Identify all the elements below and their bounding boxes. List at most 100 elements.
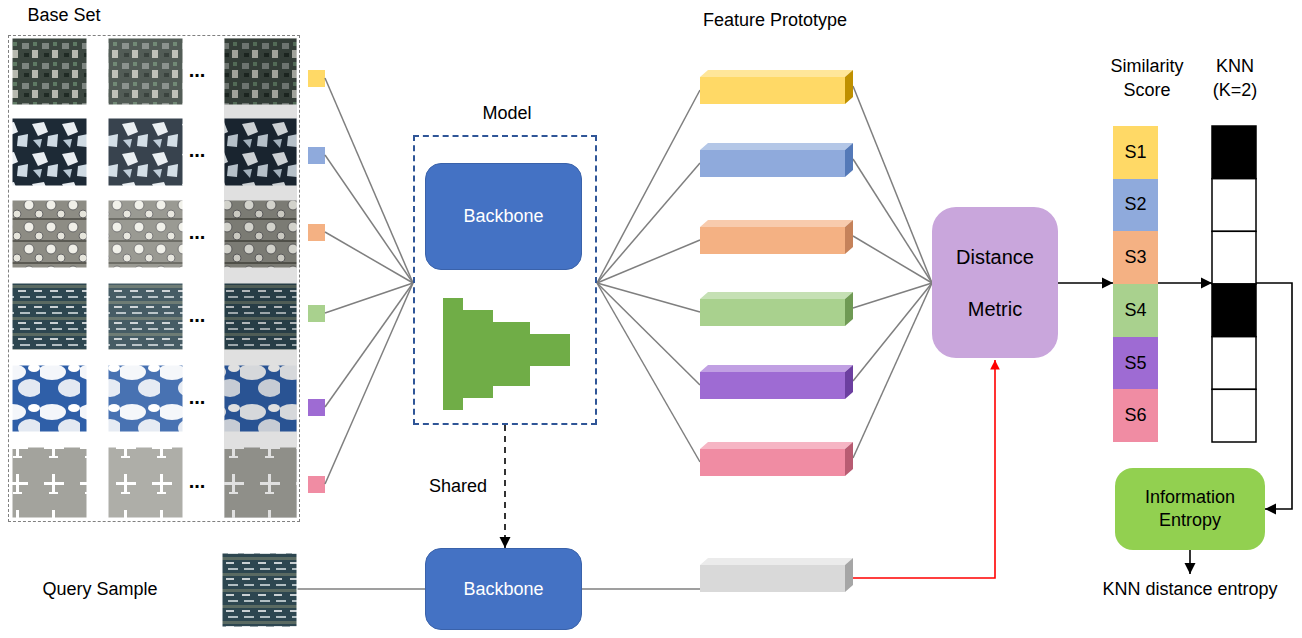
fan-lines-part <box>325 283 413 313</box>
thumbnail-shading <box>108 38 297 518</box>
feature-prototype-bars-part <box>700 558 853 565</box>
fan-lines-part <box>853 283 932 458</box>
node-label: S6 <box>1124 405 1146 426</box>
similarity-cell: S4 <box>1113 284 1158 337</box>
connector <box>1158 282 1212 284</box>
thumbnail-shading-part <box>108 38 183 518</box>
feature-prototype-bars-part <box>845 292 853 326</box>
feature-prototype-bars-part <box>700 372 845 399</box>
node-label: Backbone <box>463 579 543 600</box>
ellipsis: ... <box>189 303 206 327</box>
model-box: ModelBackbone <box>413 135 597 425</box>
green-pyramid <box>443 298 570 410</box>
edge-label: Shared <box>427 476 489 498</box>
feature-prototype-bars <box>700 70 853 592</box>
knn-column: KNN (K=2) <box>1212 126 1256 442</box>
feature-prototype-bars-part <box>845 220 853 254</box>
similarity-cell: S6 <box>1113 389 1158 442</box>
knn-cells-part <box>1212 126 1256 179</box>
ellipsis: ... <box>189 58 206 82</box>
similarity-cell: S1 <box>1113 126 1158 179</box>
fan-lines-part <box>853 159 932 283</box>
knn-cells-part <box>1212 179 1256 232</box>
feature-prototype-bars-part <box>700 143 853 150</box>
base-set-thumbnails <box>12 38 297 518</box>
class-color-squares-part <box>308 476 325 493</box>
ellipsis: ... <box>189 220 206 244</box>
feature-prototype-bars-part <box>845 558 853 592</box>
base-set-box: Base Set <box>8 35 300 522</box>
feature-prototype-bars-part <box>700 220 853 227</box>
heading: Similarity Score <box>1097 54 1197 102</box>
connector <box>1058 282 1113 284</box>
ellipsis: ... <box>189 469 206 493</box>
fan-lines-part <box>297 588 425 590</box>
feature-prototype-bars-part <box>700 70 853 77</box>
fan-lines-part <box>853 283 932 381</box>
ellipsis: ... <box>189 138 206 162</box>
knn-cells-part <box>1212 284 1256 337</box>
feature-prototype-bars-part <box>700 299 845 326</box>
similarity-cell: S2 <box>1113 179 1158 232</box>
fan-lines-part <box>853 86 932 283</box>
feature-prototype-bars-part <box>700 565 845 592</box>
node-label: S1 <box>1124 142 1146 163</box>
fan-lines-part <box>325 78 413 283</box>
node-label: S4 <box>1124 300 1146 321</box>
fan-lines-part <box>325 283 413 484</box>
knn-cells-part <box>1212 231 1256 284</box>
query-feature-arrow <box>853 360 995 578</box>
green-pyramid-part <box>443 298 463 410</box>
base-set-thumbnails-part <box>12 200 87 268</box>
fan-lines-part <box>597 163 700 283</box>
base-set-thumbnails-part <box>12 38 87 105</box>
query-image <box>222 553 297 627</box>
knn-cells-part <box>1212 337 1256 390</box>
similarity-cell: S3 <box>1113 231 1158 284</box>
knn-cells <box>1212 126 1256 442</box>
green-pyramid-part <box>463 310 493 398</box>
fan-lines-part <box>325 232 413 283</box>
backbone-box: Backbone <box>425 163 582 270</box>
fan-lines-part <box>853 236 932 283</box>
heading: Base Set <box>0 3 134 27</box>
node-label: S3 <box>1124 247 1146 268</box>
distance-metric-box: Distance Metric <box>932 207 1058 358</box>
base-set-thumbnails-part <box>12 118 87 186</box>
node-label: S2 <box>1124 194 1146 215</box>
class-color-squares <box>308 70 325 493</box>
feature-prototype-bars-part <box>700 77 845 104</box>
fan-lines-part <box>853 283 932 308</box>
entropy-output-arrow <box>1189 550 1191 574</box>
fan-lines-part <box>597 90 700 283</box>
feature-prototype-bars-part <box>700 292 853 299</box>
connector <box>504 425 506 548</box>
class-color-squares-part <box>308 399 325 416</box>
feature-prototype-bars-part <box>700 449 845 476</box>
green-pyramid-part <box>493 322 530 386</box>
class-color-squares-part <box>308 70 325 87</box>
node-label: Information Entropy <box>1125 486 1255 533</box>
feature-prototype-bars-part <box>700 442 853 449</box>
class-color-squares-part <box>308 224 325 241</box>
information-entropy-box: Information Entropy <box>1115 468 1265 550</box>
similarity-cell: S5 <box>1113 337 1158 390</box>
knn-cells-part <box>1212 389 1256 442</box>
base-set-thumbnails-part <box>12 447 87 518</box>
output-label: KNN distance entropy <box>1102 579 1277 601</box>
input-label: Query Sample <box>42 579 157 601</box>
class-color-squares-part <box>308 147 325 164</box>
fan-lines-part <box>582 588 700 590</box>
fan-lines-part <box>325 283 413 407</box>
heading: Model <box>447 101 567 125</box>
query-image-part <box>222 553 297 627</box>
feature-prototype-bars-part <box>700 365 853 372</box>
feature-prototype-bars-part <box>845 442 853 476</box>
fan-lines-part <box>597 240 700 283</box>
class-color-squares-part <box>308 305 325 322</box>
feature-prototype-bars-part <box>700 227 845 254</box>
green-pyramid-part <box>530 334 570 366</box>
thumbnail-shading-part <box>224 38 297 518</box>
ellipsis: ... <box>189 385 206 409</box>
